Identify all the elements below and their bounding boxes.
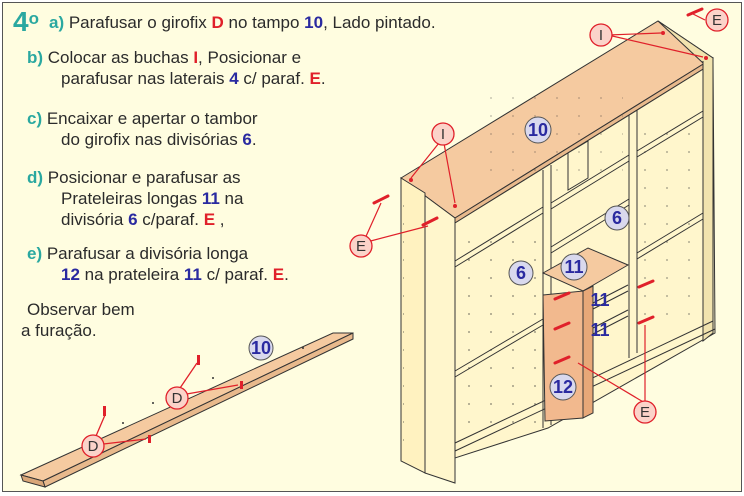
instruction-text: Parafusar a divisória longa	[46, 244, 249, 263]
instruction-text: I	[193, 48, 199, 67]
note-line-1: Observar bem	[27, 300, 135, 319]
instruction-line: d) Posicionar e parafusar as	[27, 167, 243, 188]
badge-6-right: 6	[612, 208, 622, 228]
instruction-letter: c)	[27, 109, 47, 128]
instruction-text: 6	[242, 130, 252, 149]
instruction-text: Encaixar e apertar o tambor	[46, 109, 258, 128]
instruction-letter: e)	[27, 244, 47, 263]
badge-11-small-2: 11	[590, 320, 609, 340]
girofix-screw	[197, 355, 200, 365]
instruction-text: D	[211, 13, 224, 32]
instruction-text: Parafusar o girofix	[68, 13, 212, 32]
instruction-text: Posicionar e parafusar as	[47, 168, 241, 187]
instruction-line: b) Colocar as buchas I, Posicionar e	[27, 47, 326, 68]
instruction-text: 11	[183, 265, 202, 284]
callout-I-front: I	[441, 126, 445, 143]
long-divider-12	[542, 290, 584, 422]
callout-I-back: I	[599, 27, 603, 44]
instruction-text: divisória	[61, 210, 129, 229]
callout-E-bottom: E	[640, 404, 650, 421]
callouts: D D I I E E E	[81, 8, 729, 458]
instruction-line: 12 na prateleira 11 c/ paraf. E.	[27, 264, 289, 285]
instruction-text: 6	[128, 210, 138, 229]
instruction-text: 4	[229, 69, 239, 88]
note-text: Observar bem a furação.	[21, 299, 135, 341]
callout-E-top: E	[712, 12, 722, 29]
badge-12: 12	[553, 377, 573, 397]
instruction-line: a) Parafusar o girofix D no tampo 10, La…	[49, 12, 436, 33]
instruction-letter: a)	[49, 13, 69, 32]
badge-11-main: 11	[564, 257, 583, 277]
instruction-text: E	[309, 69, 321, 88]
instruction-text: Colocar as buchas	[47, 48, 194, 67]
instruction-letter: d)	[27, 168, 48, 187]
girofix-screw	[103, 406, 106, 416]
instruction-text: 11	[201, 189, 220, 208]
instruction-text: c/ paraf.	[201, 265, 273, 284]
badge-6-left: 6	[516, 263, 526, 283]
assembly-drawing: 10 10 6 6 11 11 11 12 D D I I E	[19, 7, 729, 488]
instruction-text: do girofix nas divisórias	[61, 130, 243, 149]
girofix-screw	[148, 435, 151, 443]
step-number-digit: 4	[13, 6, 29, 37]
instruction-text: E	[272, 265, 285, 284]
instruction-line: c) Encaixar e apertar o tambor	[27, 108, 258, 129]
step-number-ordinal: o	[28, 9, 39, 28]
instruction-text: parafusar nas laterais	[61, 69, 230, 88]
badge-11-small-1: 11	[590, 290, 609, 310]
instruction-text: na	[219, 189, 244, 208]
note-line-2: a furação.	[21, 321, 97, 340]
step-number: 4o	[13, 6, 39, 38]
instruction-text: .	[251, 130, 257, 149]
instruction-text: 10	[304, 13, 324, 32]
instruction-letter: b)	[27, 48, 48, 67]
instruction-text: c/paraf.	[137, 210, 204, 229]
badge-10-loose: 10	[251, 338, 271, 358]
badge-10-cabinet: 10	[528, 120, 548, 140]
callout-D-1: D	[88, 438, 99, 455]
instruction-text: 12	[61, 265, 80, 284]
instruction-text: E	[203, 210, 216, 229]
cabinet-drawing	[362, 7, 716, 484]
instruction-line: parafusar nas laterais 4 c/ paraf. E.	[27, 68, 326, 89]
instruction-text: , Posicionar e	[198, 48, 302, 67]
instruction-text: .	[284, 265, 289, 284]
instruction-line: divisória 6 c/paraf. E ,	[27, 209, 243, 230]
part-badges: 10 10 6 6 11 11 11 12	[248, 116, 630, 401]
instruction-text: ,	[215, 210, 225, 229]
instruction-line: Prateleiras longas 11 na	[27, 188, 243, 209]
instruction-text: , Lado pintado.	[323, 13, 436, 32]
callout-D-2: D	[172, 390, 183, 407]
callout-E-left: E	[356, 238, 366, 255]
instruction-line: do girofix nas divisórias 6.	[27, 129, 258, 150]
instruction-text: Prateleiras longas	[61, 189, 202, 208]
instruction-text: c/ paraf.	[238, 69, 310, 88]
instruction-text: na prateleira	[79, 265, 184, 284]
instruction-text: .	[320, 69, 326, 88]
loose-panel-drawing	[19, 332, 354, 488]
instruction-text: no tampo	[223, 13, 305, 32]
instruction-a: a) Parafusar o girofix D no tampo 10, La…	[49, 12, 436, 33]
girofix-screw	[240, 381, 243, 389]
instruction-line: e) Parafusar a divisória longa	[27, 243, 289, 264]
